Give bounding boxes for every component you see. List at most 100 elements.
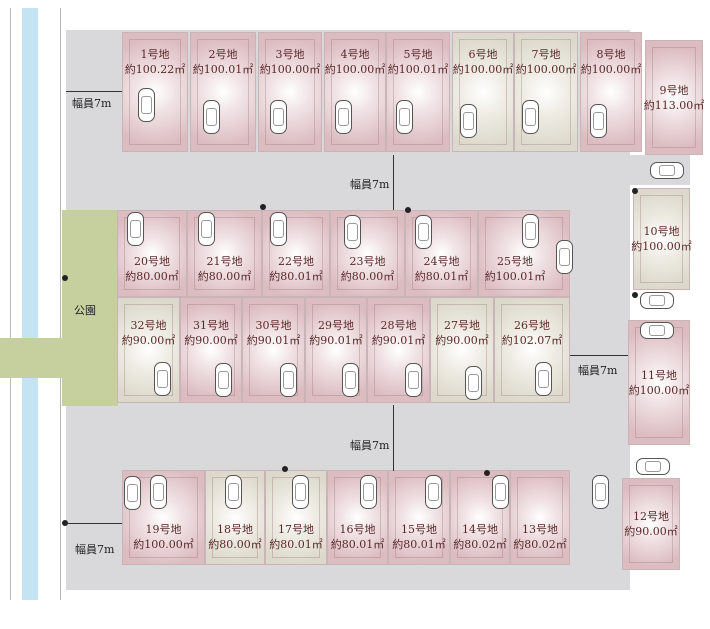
car-icon [292,475,309,509]
park [62,210,118,406]
car-icon [556,240,573,274]
lot-name: 24号地 [423,255,460,268]
lot-area: 約90.00㎡ [121,334,176,347]
boundary-marker [484,470,490,476]
car-icon [522,100,539,134]
park-label: 公園 [74,304,96,317]
park-path [0,338,62,378]
lot-21: 21号地約80.00㎡ [187,210,262,297]
lot-name: 28号地 [380,319,417,332]
road-edge-line [10,8,11,600]
lot-area: 約102.07㎡ [501,334,563,347]
car-icon [280,363,297,397]
road-width-arrow [570,355,628,356]
road-width-label: 幅員7m [72,97,112,110]
boundary-marker [62,275,68,281]
lot-name: 18号地 [217,523,253,536]
car-icon [460,104,477,138]
lot-area: 約80.01㎡ [414,270,469,283]
car-icon [154,362,171,396]
lot-7: 7号地約100.00㎡ [514,32,578,152]
car-icon [465,366,482,400]
lot-name: 7号地 [531,48,561,61]
car-icon [405,363,422,397]
boundary-marker [632,188,638,194]
lot-31: 31号地約90.00㎡ [180,297,242,403]
lot-area: 約80.00㎡ [197,270,252,283]
lot-name: 30号地 [255,319,292,332]
car-icon [492,475,509,509]
car-icon [636,458,670,475]
lot-name: 19号地 [145,523,182,536]
car-icon [127,212,144,246]
lot-name: 2号地 [208,48,238,61]
lot-area: 約80.01㎡ [269,270,323,283]
lot-area: 約100.01㎡ [484,270,546,283]
lot-name: 14号地 [462,523,498,536]
car-icon [425,475,442,509]
lot-area: 約100.22㎡ [124,63,186,76]
car-icon [335,100,352,134]
car-icon [640,292,674,309]
boundary-marker [405,207,411,213]
lot-8: 8号地約100.00㎡ [580,32,642,152]
lot-5: 5号地約100.01㎡ [386,32,450,152]
car-icon [640,322,674,339]
car-icon [215,363,232,397]
river [22,8,38,600]
boundary-marker [282,466,288,472]
lot-name: 15号地 [401,523,437,536]
lot-name: 23号地 [349,255,386,268]
road-width-arrow [66,523,122,524]
boundary-marker [632,292,638,298]
lot-name: 17号地 [278,523,314,536]
road-width-label: 幅員7m [350,439,390,452]
lot-9: 9号地約113.00㎡ [643,40,705,155]
boundary-marker [260,204,266,210]
lot-name: 25号地 [497,255,533,268]
lot-name: 29号地 [318,319,354,332]
lot-name: 12号地 [633,510,669,523]
lot-name: 31号地 [193,319,229,332]
lot-area: 約80.01㎡ [330,538,385,551]
lot-name: 13号地 [522,523,558,536]
lot-name: 9号地 [659,83,689,97]
lot-area: 約80.00㎡ [125,270,179,283]
lot-area: 約100.00㎡ [631,240,692,253]
road-width-arrow [393,155,394,210]
lot-area: 約100.00㎡ [133,538,194,551]
car-icon [590,104,607,138]
car-icon [124,476,141,510]
lot-name: 8号地 [596,48,626,61]
lot-area: 約90.00㎡ [184,334,238,347]
lot-28: 28号地約90.01㎡ [367,297,430,403]
lot-27: 27号地約90.00㎡ [430,297,494,403]
car-icon [150,475,167,509]
lot-name: 3号地 [275,48,305,61]
lot-name: 16号地 [339,523,376,536]
lot-area: 約90.01㎡ [309,334,363,347]
lot-name: 4号地 [340,48,370,61]
lot-area: 約80.01㎡ [269,538,323,551]
car-icon [138,88,155,122]
lot-23: 23号地約80.00㎡ [330,210,405,297]
boundary-marker [62,520,68,526]
car-icon [592,475,609,509]
lot-name: 21号地 [206,255,243,268]
car-icon [650,162,684,179]
lot-area: 約113.00㎡ [643,98,705,112]
lot-10: 10号地約100.00㎡ [631,188,692,290]
road-edge-line [60,8,61,600]
car-icon [535,362,552,396]
lot-area: 約80.01㎡ [392,538,446,551]
lot-name: 26号地 [514,319,550,332]
lot-26: 26号地約102.07㎡ [494,297,570,403]
lot-4: 4号地約100.00㎡ [324,32,386,152]
car-icon [396,100,413,134]
lot-name: 32号地 [130,319,167,332]
lot-area: 約90.01㎡ [246,334,301,347]
car-icon [360,475,377,509]
lot-name: 5号地 [403,48,433,61]
lot-name: 6号地 [468,48,498,61]
lot-3: 3号地約100.00㎡ [258,32,322,152]
